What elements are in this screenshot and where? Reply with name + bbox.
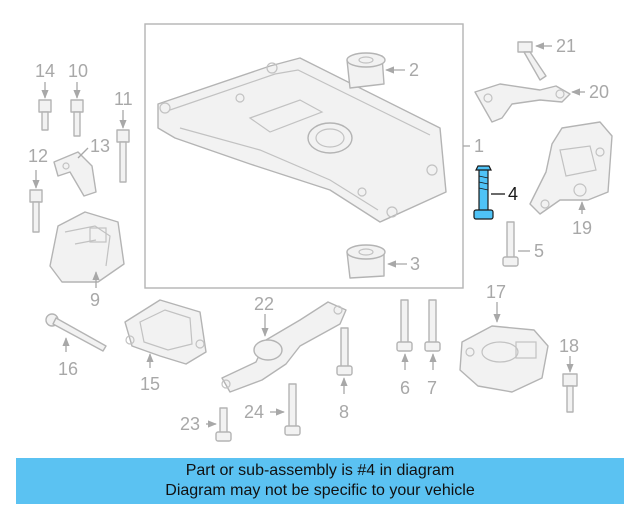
part-21-bolt[interactable]: [517, 41, 547, 81]
part-13-bracket[interactable]: [53, 151, 97, 197]
label-part-7[interactable]: 7: [427, 378, 437, 398]
part-22-torque-arm[interactable]: [221, 301, 347, 393]
banner-line-disclaimer: Diagram may not be specific to your vehi…: [165, 482, 475, 499]
label-part-6[interactable]: 6: [400, 378, 410, 398]
part-17-transmission-mount[interactable]: [459, 325, 549, 393]
label-part-17[interactable]: 17: [486, 282, 506, 302]
parts-diagram: 1 2 3 4 5 9 13: [28, 23, 613, 442]
part-24-bolt[interactable]: [284, 383, 301, 436]
label-part-13[interactable]: 13: [90, 136, 110, 156]
label-part-12[interactable]: 12: [28, 146, 48, 166]
label-part-11[interactable]: 11: [114, 89, 133, 109]
label-part-10[interactable]: 10: [68, 61, 88, 81]
part-9-engine-mount[interactable]: [49, 211, 125, 283]
part-10-bolt[interactable]: [70, 99, 84, 137]
part-6-bolt[interactable]: [396, 299, 413, 352]
subframe-crossmember[interactable]: [157, 57, 447, 223]
part-2-bushing[interactable]: [346, 52, 386, 89]
part-15-mount[interactable]: [124, 299, 207, 365]
part-18-bolt[interactable]: [562, 373, 578, 413]
part-20-torque-link[interactable]: [474, 83, 571, 123]
label-part-18[interactable]: 18: [559, 336, 579, 356]
part-16-bolt[interactable]: [45, 313, 107, 352]
label-part-22[interactable]: 22: [254, 294, 274, 314]
part-19-bracket[interactable]: [529, 121, 613, 215]
part-14-bolt[interactable]: [38, 99, 52, 131]
label-part-23[interactable]: 23: [180, 414, 200, 434]
label-part-15[interactable]: 15: [140, 374, 160, 394]
label-part-2[interactable]: 2: [409, 60, 419, 80]
part-4-bolt-highlighted[interactable]: [473, 165, 494, 220]
part-23-bolt[interactable]: [215, 407, 232, 442]
label-part-24[interactable]: 24: [244, 402, 264, 422]
label-part-20[interactable]: 20: [589, 82, 609, 102]
part-12-bolt[interactable]: [29, 189, 43, 233]
label-part-16[interactable]: 16: [58, 359, 78, 379]
info-banner: Part or sub-assembly is #4 in diagram Di…: [16, 458, 624, 504]
label-part-8[interactable]: 8: [339, 402, 349, 422]
label-part-14[interactable]: 14: [35, 61, 55, 81]
part-11-bolt[interactable]: [116, 129, 130, 183]
banner-line-part-number: Part or sub-assembly is #4 in diagram: [185, 462, 455, 479]
part-3-bushing[interactable]: [346, 244, 386, 279]
label-part-1[interactable]: 1: [474, 136, 484, 156]
subframe-group-box: [144, 23, 464, 289]
label-part-4[interactable]: 4: [508, 184, 518, 204]
label-part-3[interactable]: 3: [410, 254, 420, 274]
part-7-bolt[interactable]: [424, 299, 441, 352]
label-part-5[interactable]: 5: [534, 241, 544, 261]
part-5-bolt[interactable]: [502, 221, 519, 267]
label-part-19[interactable]: 19: [572, 218, 592, 238]
part-8-bolt[interactable]: [336, 327, 353, 376]
label-part-9[interactable]: 9: [90, 290, 100, 310]
label-part-21[interactable]: 21: [556, 36, 576, 56]
